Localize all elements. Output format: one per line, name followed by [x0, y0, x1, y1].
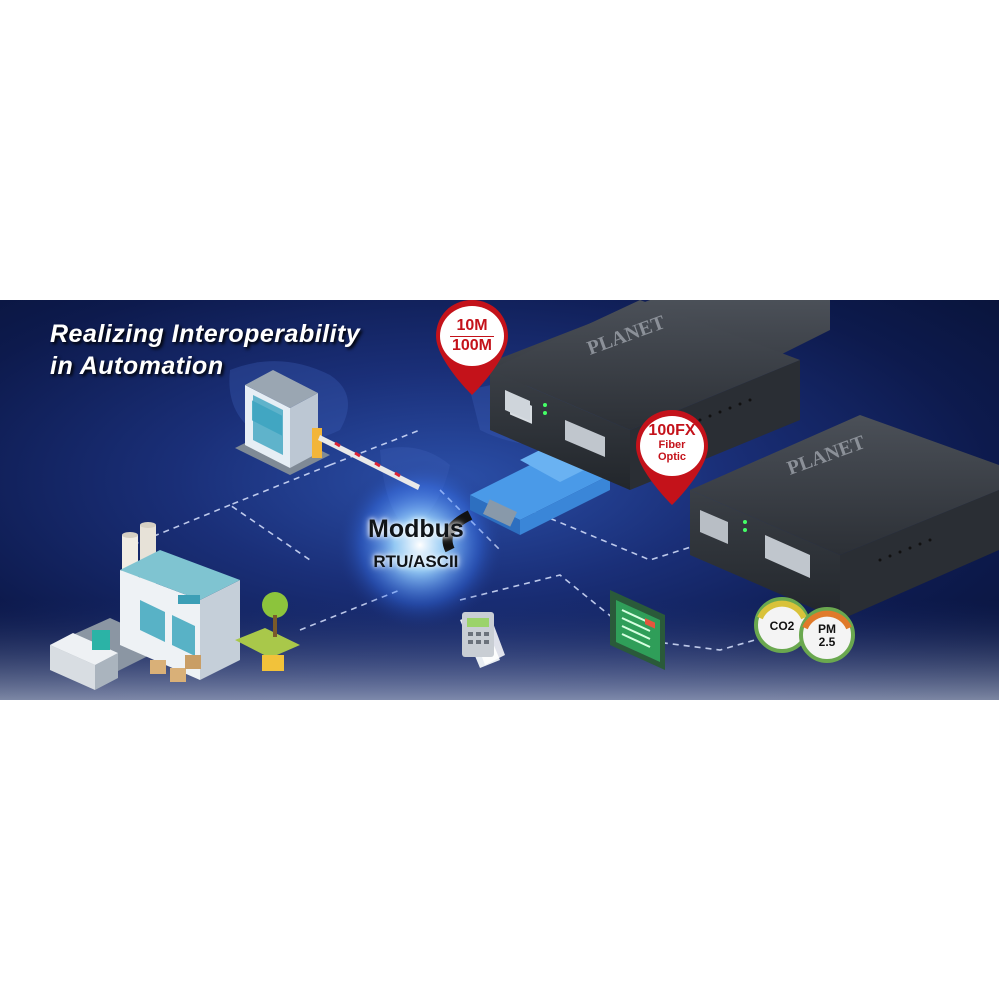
ethernet-pin-label: 10M 100M — [435, 300, 509, 390]
pm25-gauge-icon — [799, 607, 855, 663]
headline-line-2: in Automation — [50, 352, 224, 380]
ethernet-pin-line-2: 100M — [450, 336, 494, 354]
pm-gauge-line-2: 2.5 — [818, 635, 836, 649]
headline-line-1: Realizing Interoperability — [50, 320, 361, 348]
fiber-pin-line-2: Fiber — [658, 439, 686, 451]
fiber-pin-line-3: Optic — [657, 451, 687, 463]
gate-building-icon — [235, 370, 420, 490]
banner-artwork: PLANET PLANET — [0, 300, 999, 700]
hero-banner: PLANET PLANET — [0, 300, 999, 700]
pm25-gauge-label: PM 2.5 — [807, 623, 847, 649]
co2-gauge-icon — [754, 597, 810, 653]
banner-headline: Realizing Interoperability in Automation — [50, 318, 360, 382]
modbus-glow — [335, 460, 505, 630]
protocol-label: Modbus RTU/ASCII — [368, 515, 464, 572]
modbus-gateway-device-2: PLANET — [690, 415, 999, 620]
fiber-pin-icon — [636, 410, 708, 505]
fiber-pin-label: 100FX Fiber Optic — [635, 410, 709, 500]
protocol-subtitle: RTU/ASCII — [373, 552, 459, 571]
pm-gauge-line-1: PM — [818, 622, 836, 636]
fiber-pin-line-1: 100FX — [648, 422, 696, 439]
card-reader-icon — [460, 612, 505, 668]
modbus-gateway-device-1: PLANET — [470, 300, 830, 490]
co2-gauge-label: CO2 — [769, 619, 795, 633]
protocol-title: Modbus — [368, 515, 464, 543]
ethernet-pin-line-1: 10M — [456, 317, 488, 334]
control-panel-icon — [610, 590, 665, 670]
factory-icon — [50, 522, 300, 690]
